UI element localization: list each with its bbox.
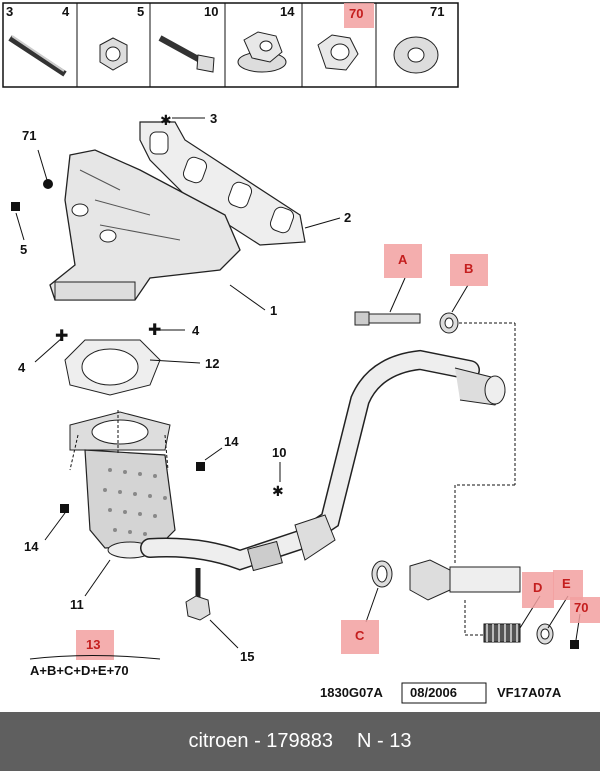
ref-code-2: VF17A07A: [497, 685, 562, 700]
footer-brand-part: citroen - 179883: [188, 730, 334, 752]
callout-70: 70: [574, 600, 588, 615]
nut-15: [185, 568, 211, 621]
footer-page: N - 13: [357, 730, 412, 752]
callout-b: B: [464, 261, 473, 276]
header-parts-strip: 3 4 5 10 14 70: [2, 2, 459, 88]
callout-15: 15: [240, 649, 254, 664]
svg-text:✱: ✱: [272, 484, 284, 500]
kit-13-highlight: [76, 630, 114, 660]
callout-4-right: 4: [192, 323, 200, 338]
kit-number: 13: [86, 637, 100, 652]
hex-nut-icon: [99, 37, 128, 71]
callout-a: A: [398, 252, 408, 267]
callout-70-highlight: [570, 597, 600, 623]
callout-5: 5: [20, 242, 27, 257]
leader-lines: [15, 117, 581, 649]
kit-formula: A+B+C+D+E+70: [30, 663, 129, 678]
header-num-4: 4: [62, 4, 70, 19]
cat-gasket: [64, 339, 161, 396]
header-70-highlight: [344, 3, 374, 28]
markers: ✚ ✚ ✱ ✱: [11, 113, 284, 513]
catalytic-converter: [69, 411, 176, 559]
stud-icon: [8, 35, 67, 77]
callout-d-highlight: [522, 572, 554, 608]
letter-callouts: A B C D E 70: [341, 244, 600, 654]
callout-c: C: [355, 628, 365, 643]
ref-date: 08/2006: [410, 685, 457, 700]
footer-bar: citroen - 179883 N - 13: [0, 712, 600, 771]
callout-e: E: [562, 576, 571, 591]
exploded-parts-diagram: 3 4 5 10 14 70: [2, 2, 600, 704]
header-num-70: 70: [349, 6, 363, 21]
kit-13: 13 A+B+C+D+E+70: [29, 630, 161, 678]
callout-1: 1: [270, 303, 277, 318]
header-num-14: 14: [280, 4, 295, 19]
header-num-5: 5: [137, 4, 144, 19]
callout-14-left: 14: [24, 539, 39, 554]
front-exhaust-pipe: [140, 349, 506, 572]
callout-10: 10: [272, 445, 286, 460]
callout-11: 11: [70, 597, 84, 612]
header-num-71: 71: [430, 4, 444, 19]
flange-nut-icon: [237, 31, 287, 73]
header-num-10: 10: [204, 4, 218, 19]
callout-3: 3: [210, 111, 217, 126]
spring-d: [483, 623, 521, 643]
exhaust-manifold: [49, 149, 241, 301]
ref-code-1: 1830G07A: [320, 685, 383, 700]
washer-icon: [393, 36, 439, 74]
bolt-icon: [158, 35, 215, 73]
callout-a-highlight: [384, 244, 422, 278]
nut-70-marker: [570, 640, 579, 649]
callout-2: 2: [344, 210, 351, 225]
svg-text:✚: ✚: [148, 320, 161, 339]
callout-71: 71: [22, 128, 36, 143]
reference-codes: 1830G07A 08/2006 VF17A07A: [320, 682, 562, 704]
svg-text:✚: ✚: [55, 326, 68, 345]
callout-e-highlight: [553, 570, 583, 600]
sealing-ring-c: [371, 560, 393, 588]
callout-c-highlight: [341, 620, 379, 654]
callout-d: D: [533, 580, 542, 595]
washer-e: [536, 623, 554, 645]
callout-b-highlight: [450, 254, 488, 286]
callout-12: 12: [205, 356, 219, 371]
header-num-3: 3: [6, 4, 13, 19]
washer-b: [439, 312, 459, 334]
manifold-gasket: [139, 121, 306, 246]
callout-numbers: 71 5 3 2 1 4 4 12 14 14 10 11 15: [18, 111, 351, 664]
rear-flange: [409, 559, 521, 601]
cap-nut-icon: [317, 34, 359, 71]
callout-4-left: 4: [18, 360, 26, 375]
svg-text:✱: ✱: [160, 113, 172, 129]
callout-14-right: 14: [224, 434, 239, 449]
stud-a: [354, 311, 421, 326]
